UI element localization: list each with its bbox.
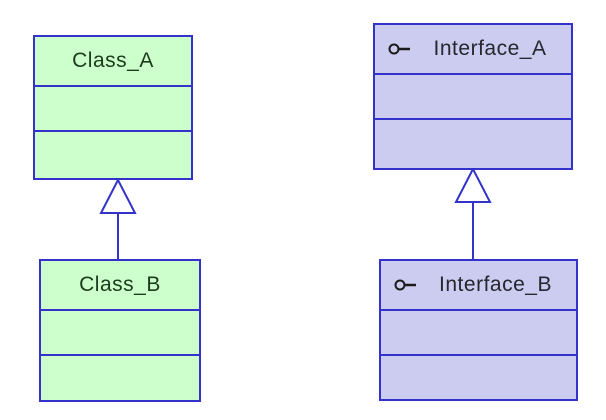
interface-key-icon: [394, 278, 418, 292]
interface-a-name-label: Interface_A: [433, 37, 547, 60]
interface-a-attributes-compartment[interactable]: [375, 75, 571, 120]
interface-b-name-label: Interface_B: [439, 273, 552, 296]
class-b-name-compartment[interactable]: Class_B: [41, 261, 199, 311]
class-a-name-compartment[interactable]: Class_A: [35, 37, 191, 87]
interface-a-operations-compartment[interactable]: [375, 120, 571, 168]
interface-key-icon: [388, 42, 412, 56]
interface-node-interface-b[interactable]: Interface_B: [379, 259, 578, 401]
class-a-attributes-compartment[interactable]: [35, 87, 191, 132]
class-b-attributes-compartment[interactable]: [41, 311, 199, 356]
class-a-name-label: Class_A: [72, 49, 154, 72]
interface-b-attributes-compartment[interactable]: [381, 311, 576, 356]
interface-a-name-compartment[interactable]: Interface_A: [375, 25, 571, 75]
generalization-arrow-class-b-to-class-a[interactable]: [99, 177, 137, 260]
class-b-name-label: Class_B: [79, 273, 161, 296]
interface-b-name-compartment[interactable]: Interface_B: [381, 261, 576, 311]
class-b-operations-compartment[interactable]: [41, 356, 199, 400]
class-node-class-a[interactable]: Class_A: [33, 35, 193, 180]
class-a-operations-compartment[interactable]: [35, 132, 191, 178]
generalization-arrow-interface-b-to-interface-a[interactable]: [454, 166, 492, 260]
class-node-class-b[interactable]: Class_B: [39, 259, 201, 402]
interface-node-interface-a[interactable]: Interface_A: [373, 23, 573, 170]
interface-b-operations-compartment[interactable]: [381, 356, 576, 399]
